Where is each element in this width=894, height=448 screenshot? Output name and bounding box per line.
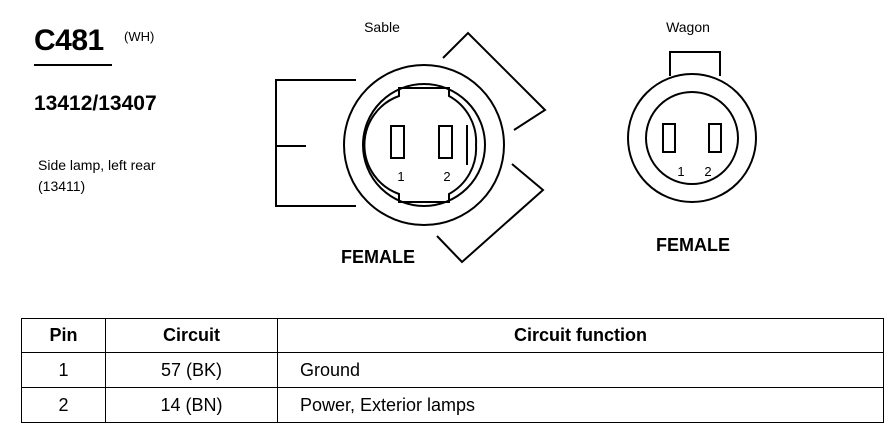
- sable-upper-ear: [442, 31, 547, 131]
- sable-lower-ear: [436, 163, 545, 264]
- header-circuit-function: Circuit function: [277, 318, 884, 353]
- pin-table: Pin Circuit Circuit function 1 57 (BK) G…: [21, 318, 884, 423]
- sable-bracket: [275, 79, 356, 207]
- sable-terminal-2: [438, 125, 453, 159]
- sable-gender-label: FEMALE: [341, 247, 415, 267]
- connector-color-code: (WH): [124, 29, 155, 44]
- connector-diagram: Sable 1 2 FEMALE Wagon 1 2 FEMALE: [275, 19, 757, 267]
- sable-terminal-1: [390, 125, 405, 159]
- wagon-outer-ring: [627, 73, 757, 203]
- component-number: (13411): [38, 178, 86, 194]
- wagon-connector: [627, 51, 757, 203]
- sable-connector: [275, 31, 547, 264]
- title-underline: [34, 64, 112, 66]
- circuit-function-cell: Ground: [277, 352, 884, 388]
- wagon-latch: [669, 51, 721, 76]
- sable-pin-1-label: 1: [397, 169, 404, 184]
- pin-cell: 1: [21, 352, 106, 388]
- pin-cell: 2: [21, 387, 106, 423]
- wagon-terminal-2: [708, 123, 722, 153]
- connector-id: C481: [34, 24, 104, 57]
- circuit-function-cell: Power, Exterior lamps: [277, 387, 884, 423]
- wagon-terminal-1: [662, 123, 676, 153]
- wagon-gender-label: FEMALE: [656, 235, 730, 255]
- sable-title: Sable: [364, 19, 400, 35]
- table-row: 1 57 (BK) Ground: [21, 352, 884, 388]
- circuit-cell: 14 (BN): [105, 387, 278, 423]
- part-number: 13412/13407: [34, 92, 157, 115]
- sable-keyed-insert: [363, 87, 478, 203]
- sable-pin-2-label: 2: [443, 169, 450, 184]
- table-row: 2 14 (BN) Power, Exterior lamps: [21, 387, 884, 423]
- component-description: Side lamp, left rear: [38, 157, 156, 173]
- wagon-pin-1-label: 1: [677, 164, 684, 179]
- header-circuit: Circuit: [105, 318, 278, 353]
- header-pin: Pin: [21, 318, 106, 353]
- sable-inner-ring: [362, 83, 486, 207]
- wagon-pin-2-label: 2: [704, 164, 711, 179]
- table-header-row: Pin Circuit Circuit function: [21, 318, 884, 353]
- circuit-cell: 57 (BK): [105, 352, 278, 388]
- wagon-title: Wagon: [666, 19, 710, 35]
- wagon-inner-ring: [645, 91, 739, 185]
